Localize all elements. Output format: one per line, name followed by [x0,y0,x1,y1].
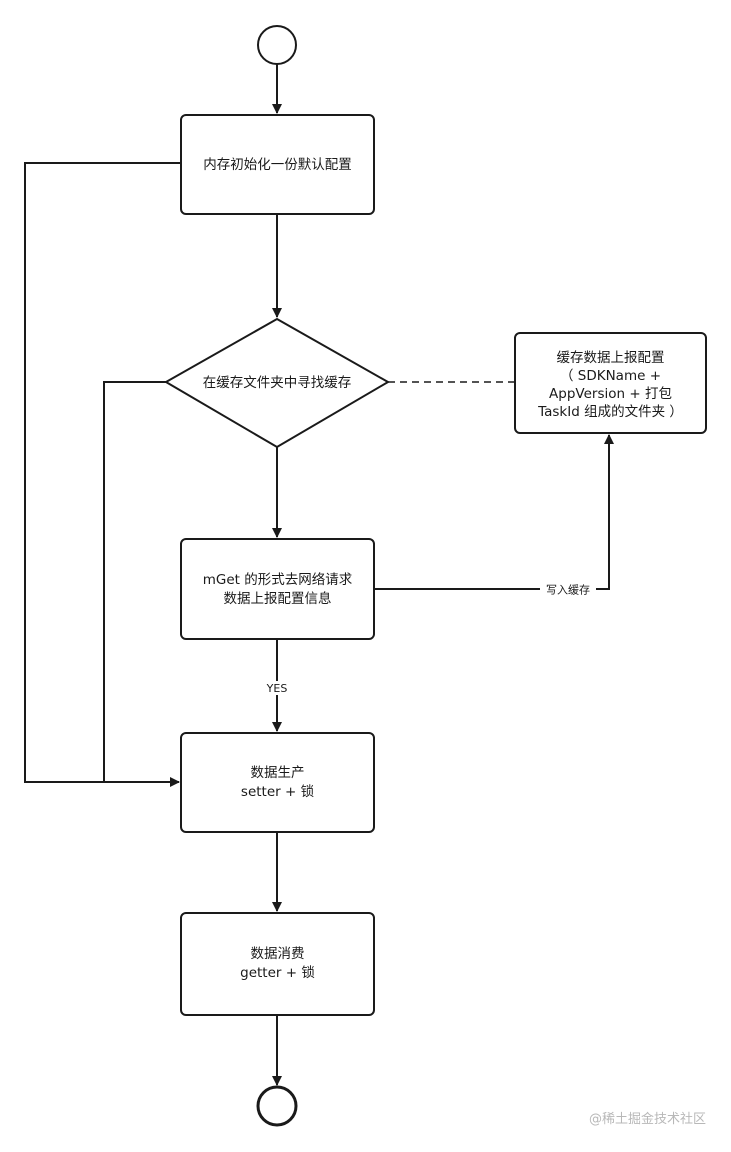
mget-line-1: mGet 的形式去网络请求 [203,572,353,588]
produce-node [180,732,375,833]
write-cache-label: 写入缓存 [546,583,590,597]
init-node-label: 内存初始化一份默认配置 [203,156,352,173]
find-cache-decision [163,317,391,449]
cache-report-line-2: （ SDKName + [560,368,661,384]
edge-mget-write-cache [373,434,614,590]
consume-line-1: 数据消费 [251,946,305,962]
consume-node [180,912,375,1016]
watermark: @稀土掘金技术社区 [589,1111,706,1127]
produce-line-2: setter + 锁 [241,784,314,800]
find-cache-label: 在缓存文件夹中寻找缓存 [203,375,352,391]
produce-line-1: 数据生产 [251,765,305,781]
start-node [257,25,297,65]
mget-line-2: 数据上报配置信息 [224,590,332,607]
cache-report-line-3: AppVersion + 打包 [549,385,672,402]
consume-line-2: getter + 锁 [240,965,315,981]
write-cache-label-bg [540,582,596,597]
edge-init-bypass-to-produce [24,162,181,787]
mget-node [180,538,375,640]
init-node [180,114,375,215]
yes-label-bg [262,681,292,695]
cache-report-line-4: TaskId 组成的文件夹 ） [537,404,683,420]
end-node [256,1085,298,1127]
edge-decision-hit-to-produce [103,381,166,782]
cache-report-node [514,332,707,434]
cache-report-line-1: 缓存数据上报配置 [557,350,665,366]
yes-label: YES [266,682,288,695]
